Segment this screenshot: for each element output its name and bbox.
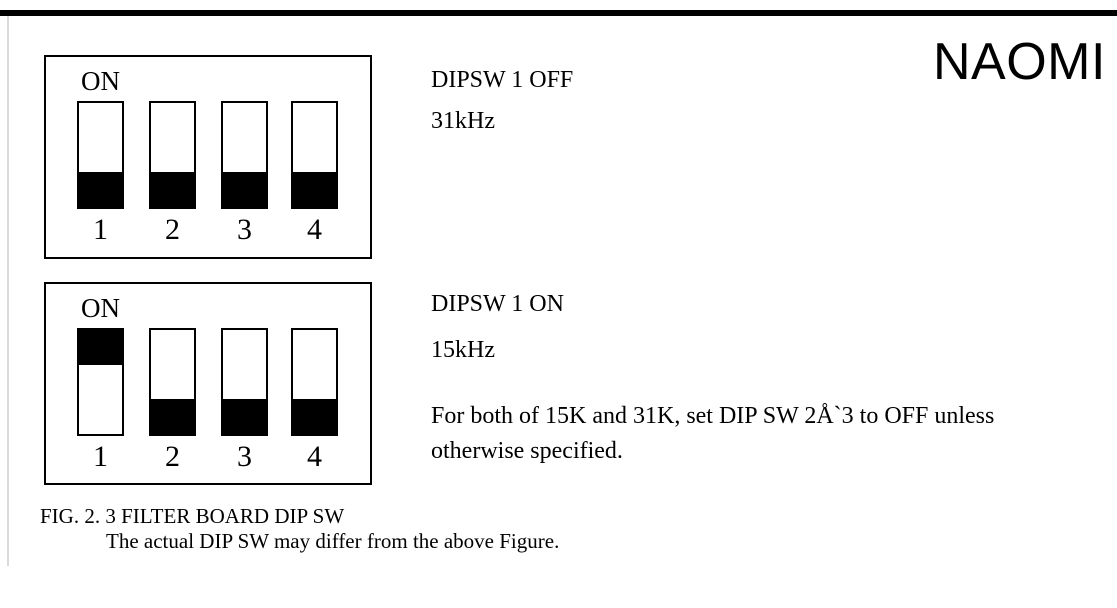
dip-switch-diagram-on: ON 1 2 3 4	[44, 282, 372, 485]
figure-caption: FIG. 2. 3 FILTER BOARD DIP SW	[40, 504, 345, 528]
switch-knob	[223, 172, 266, 207]
top-rule	[0, 10, 1117, 16]
setting-label-on: DIPSW 1 ON	[431, 291, 564, 317]
dip-switch-4	[291, 328, 338, 436]
brand-title: NAOMI	[933, 33, 1106, 91]
on-label: ON	[81, 293, 120, 323]
dip-switch-2	[149, 101, 196, 209]
switch-number: 4	[307, 440, 322, 473]
switch-number: 3	[237, 213, 252, 246]
dip-switch-1	[77, 328, 124, 436]
dip-switch-2	[149, 328, 196, 436]
dip-switch-3	[221, 328, 268, 436]
on-label: ON	[81, 66, 120, 96]
switch-knob	[223, 399, 266, 434]
figure-caption-subtitle: The actual DIP SW may differ from the ab…	[106, 529, 560, 553]
switch-knob	[151, 399, 194, 434]
switch-number: 3	[237, 440, 252, 473]
switch-number: 2	[165, 213, 180, 246]
switch-knob	[79, 330, 122, 365]
dip-switch-1	[77, 101, 124, 209]
switch-number: 2	[165, 440, 180, 473]
frequency-label-31khz: 31kHz	[431, 108, 495, 134]
switch-knob	[151, 172, 194, 207]
settings-note: For both of 15K and 31K, set DIP SW 2Å`3…	[431, 403, 995, 464]
dip-switch-4	[291, 101, 338, 209]
frequency-label-15khz: 15kHz	[431, 337, 495, 363]
switch-number: 1	[93, 213, 108, 246]
left-margin-rule	[7, 16, 9, 566]
switch-knob	[79, 172, 122, 207]
switch-number: 4	[307, 213, 322, 246]
dip-switch-3	[221, 101, 268, 209]
setting-label-off: DIPSW 1 OFF	[431, 67, 574, 93]
switch-number: 1	[93, 440, 108, 473]
dip-switch-diagram-off: ON 1 2 3 4	[44, 55, 372, 259]
switch-knob	[293, 172, 336, 207]
switch-knob	[293, 399, 336, 434]
